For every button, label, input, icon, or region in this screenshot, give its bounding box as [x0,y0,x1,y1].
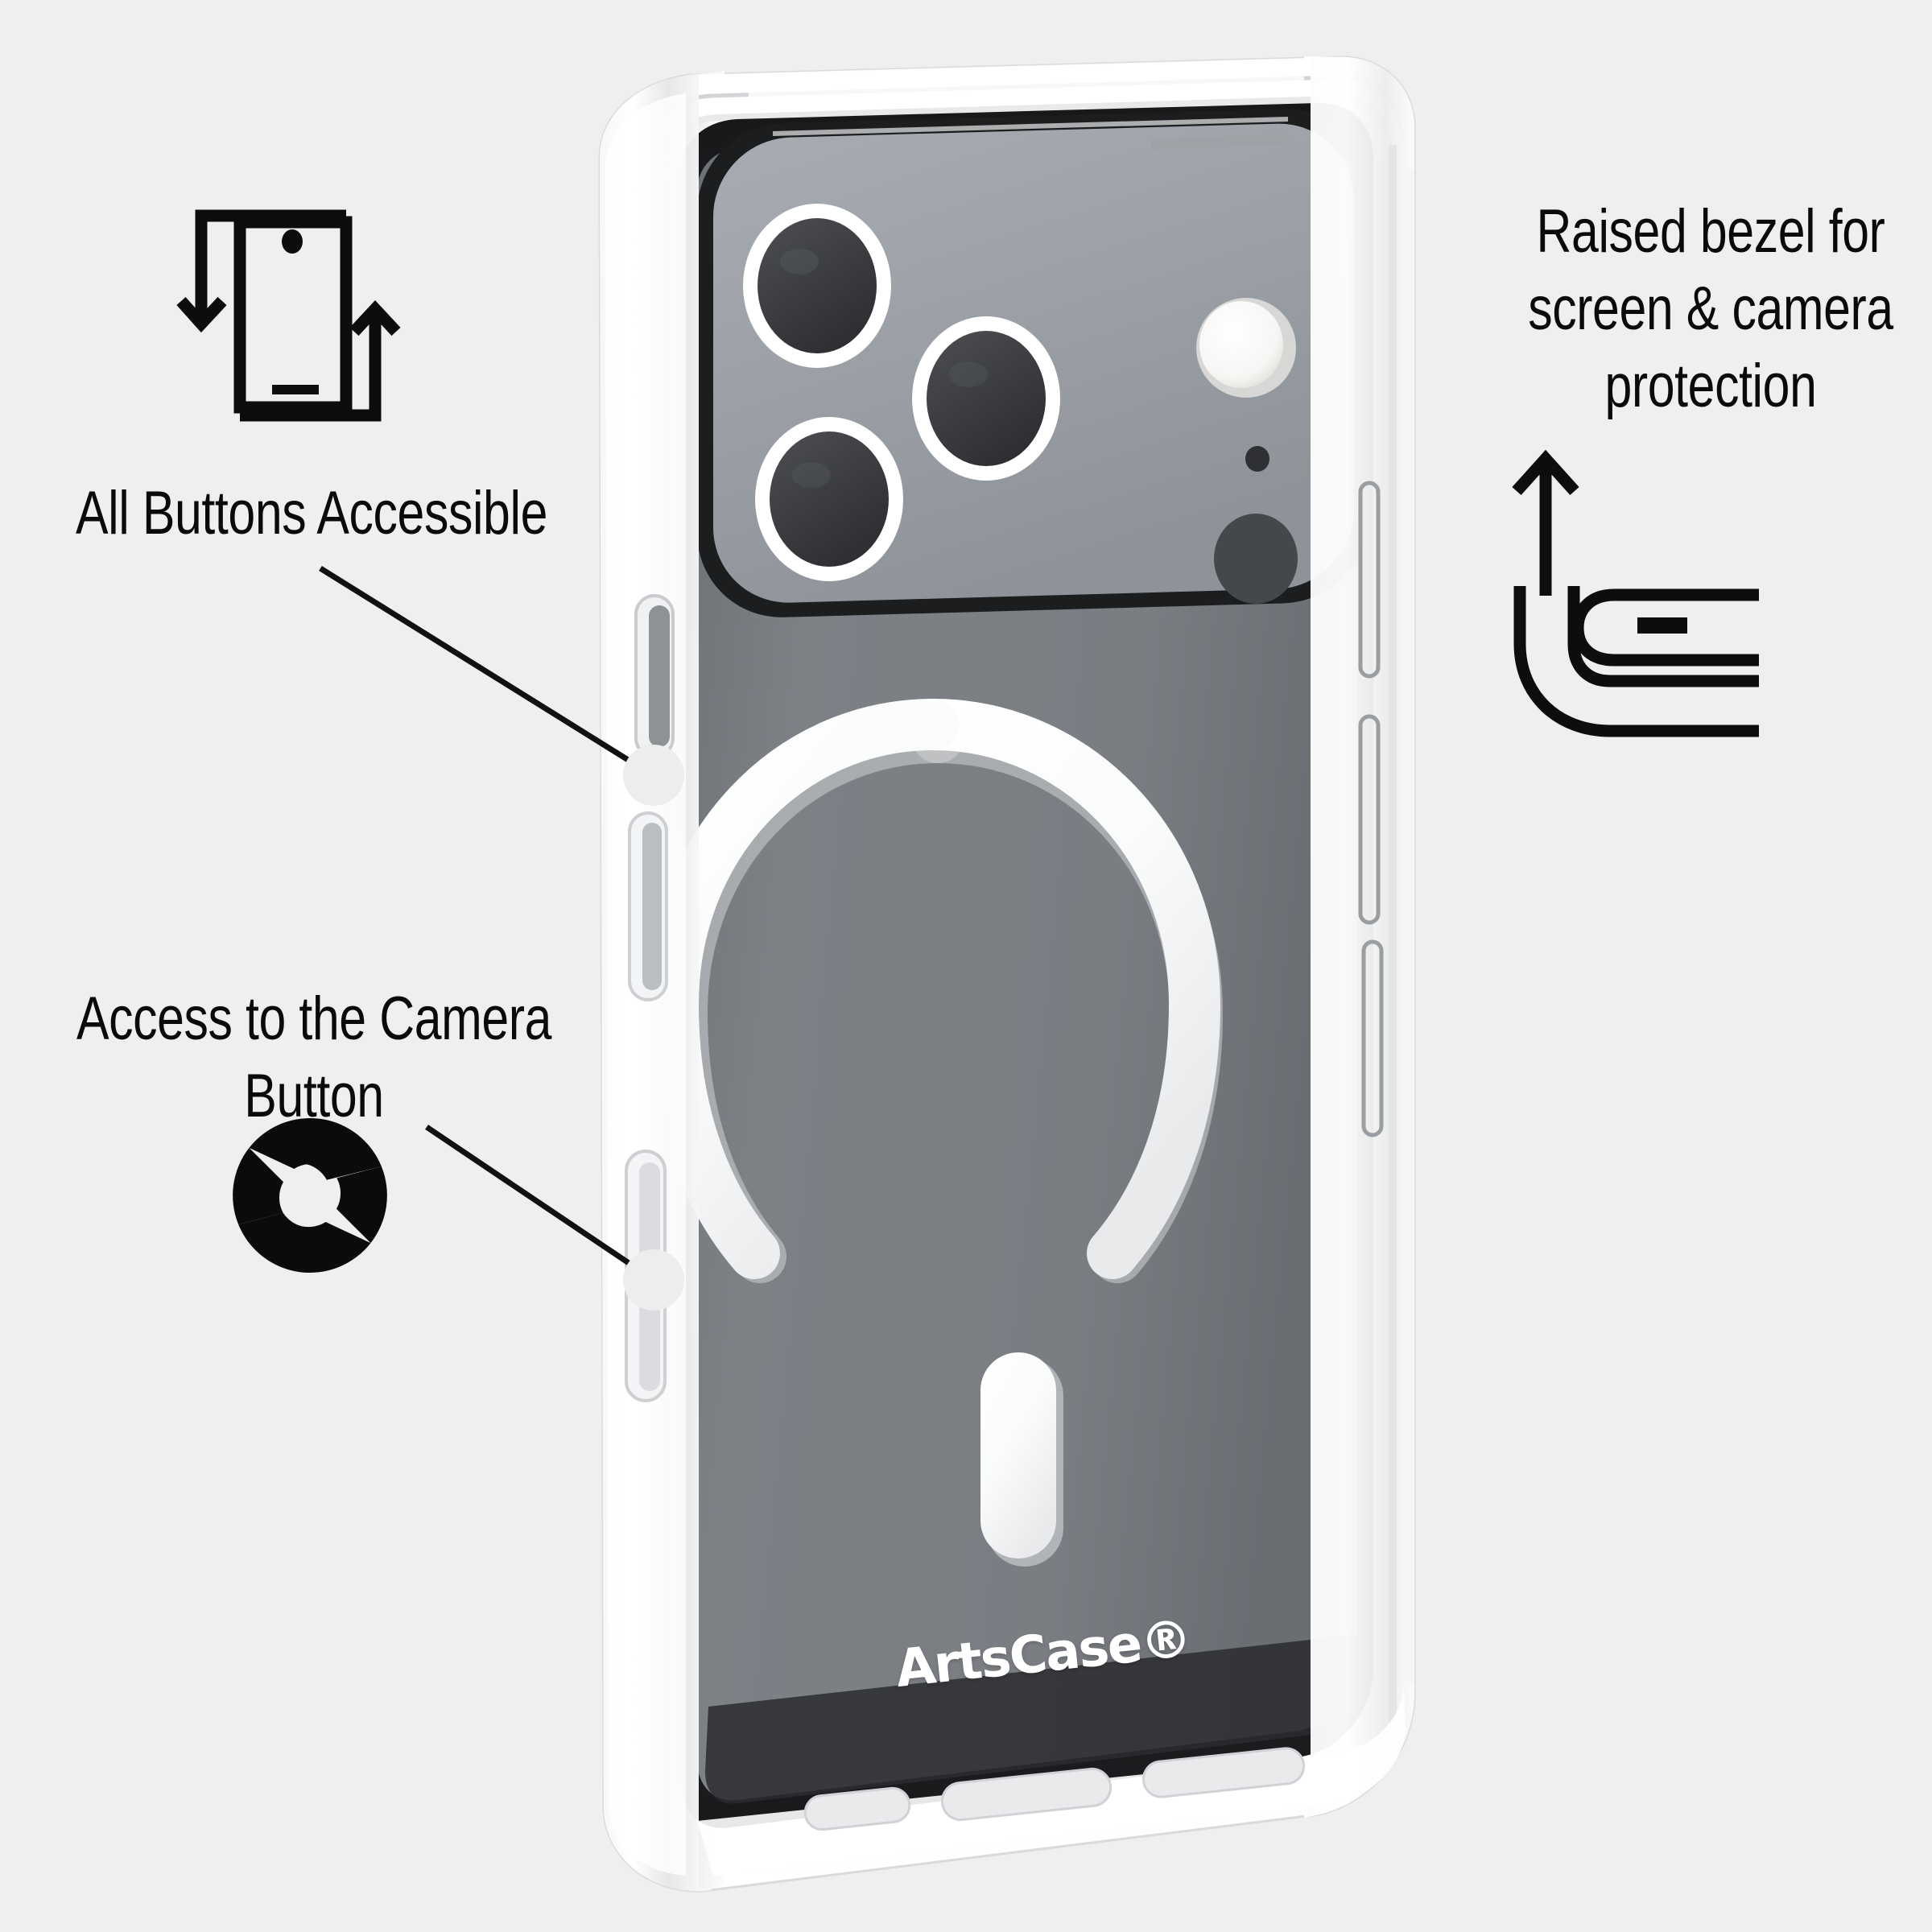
speaker-cutout-left [803,1786,911,1831]
leader-line-camera [425,1125,638,1270]
lidar-sensor-icon [1214,514,1298,604]
case-bottom-ports [697,1687,1406,1876]
leader-line-buttons [319,566,638,767]
bezel-arrow-head [1512,449,1579,496]
phone-rotate-down-arrowhead [176,296,227,333]
phone-device [646,102,1373,1828]
camera-lens-glass-2 [770,431,889,567]
bezel-outer-lip [1513,586,1759,737]
speaker-cutout-right [1141,1747,1306,1798]
right-cutout-1[interactable] [1358,481,1381,679]
bezel-inner-lip [1567,586,1759,687]
leader-dot-buttons [623,745,684,806]
case-button-cutouts-right [1358,481,1384,1137]
action-button[interactable] [649,605,670,747]
case-reflections [748,74,1305,150]
case-front-rails [600,56,1414,1892]
phone-rotate-top-arm [195,209,346,320]
annotation-all-buttons-accessible: All Buttons Accessible [76,479,547,547]
lens-highlight-2 [792,462,831,488]
phone-rotate-home-bar [272,385,319,394]
led-flash-icon [1199,301,1283,388]
camera-lens-glass-1 [758,218,877,353]
magsafe-alignment-pill [980,1352,1063,1567]
phone-bottom-band [705,1634,1360,1804]
right-cutout-3[interactable] [1361,939,1384,1137]
microphone-icon [1245,446,1269,472]
right-cutout-2[interactable] [1358,714,1381,925]
camera-lens-glass-3 [927,331,1046,466]
lens-highlight-1 [780,249,819,275]
phone-rotate-body [233,216,353,414]
bezel-screen-mark [1637,617,1687,634]
bezel-screen-rail [1571,588,1759,667]
camera-module [697,109,1370,617]
camera-lens-icon-group [743,204,1060,581]
usbc-port-cutout [940,1767,1113,1822]
aperture-blades [233,1118,387,1273]
volume-up-button[interactable] [642,823,662,990]
annotation-raised-bezel: Raised bezel for screen & camera protect… [1528,197,1893,420]
annotation-access-to-camera-button: Access to the Camera Button [76,985,552,1130]
phone-rotate-up-arrowhead [349,299,401,336]
lens-highlight-3 [949,361,988,387]
phone-rotate-camera-dot [282,229,303,254]
magsafe-ring-right-arc [907,699,1221,1279]
phone-rotate-bottom-arm [240,312,382,422]
leader-dot-camera [623,1249,684,1311]
